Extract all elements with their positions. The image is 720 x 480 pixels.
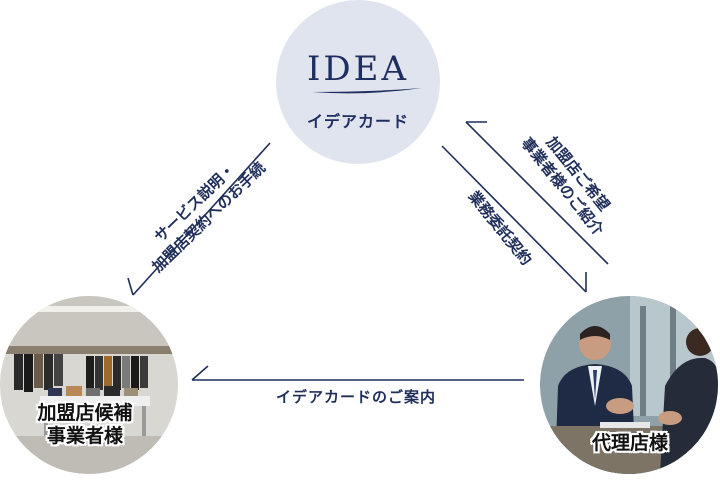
hub-subtitle: イデアカード — [306, 112, 409, 131]
edge-label-left-line1: サービス説明・ — [150, 159, 239, 246]
edge-label-left-line2: 加盟店契約へのお手続 — [148, 158, 270, 277]
edge-label-bottom: イデアカードのご案内 — [275, 388, 436, 406]
logo-swoosh-icon — [312, 88, 422, 94]
franchise-candidate-label-line2: 事業者様 — [46, 424, 123, 447]
franchise-candidate-label-line1: 加盟店候補 — [37, 402, 133, 424]
arrow-agency-to-store — [191, 365, 524, 381]
agency-label: 代理店様 — [591, 432, 668, 454]
store-photo — [0, 296, 178, 474]
idea-card-hub: IDEA イデアカード — [276, 0, 440, 176]
edge-label-right-outer-line1: 加盟店ご希望 — [542, 133, 614, 215]
franchise-candidate-label: 加盟店候補 事業者様 — [10, 402, 160, 448]
edge-label-left: サービス説明・ 加盟店契約へのお手続 — [109, 119, 295, 301]
hub-circle — [276, 0, 440, 164]
idea-logo: IDEA — [306, 49, 410, 89]
edge-label-right-inner: 業務委託契約 — [464, 187, 536, 269]
